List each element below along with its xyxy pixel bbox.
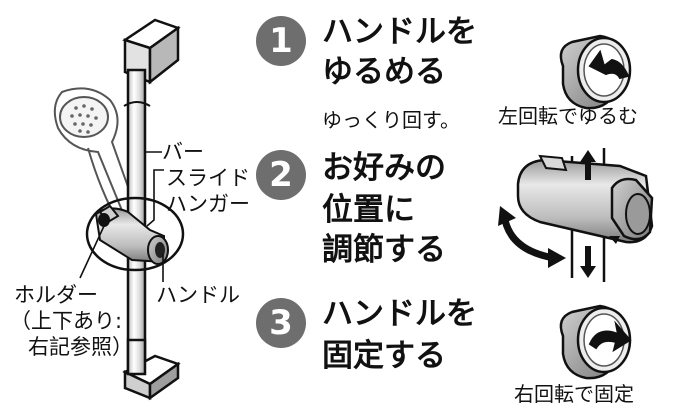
step-3-caption: 右回転で固定 [514,382,634,406]
step-3-number-badge: 3 [256,298,306,348]
step-2-number-badge: 2 [256,150,306,200]
step-1-title-line2: ゆるめる [322,54,446,90]
bottom-bracket [122,338,181,401]
leader-lines [79,151,164,282]
step-1-caption: 左回転でゆるむ [498,104,638,128]
step-2-title-line3: 調節する [322,232,446,268]
label-slide-hanger-line2: ハンガー [166,192,250,216]
step-1-title-line1: ハンドルを [322,14,477,50]
hanger-adjust-illustration [498,148,654,282]
knob-rotate-left-illustration [559,34,632,110]
step-1-number-badge: 1 [256,16,306,66]
label-holder-line2: （上下あり: [10,309,123,333]
step-2-title-line2: 位置に [322,192,415,228]
label-holder-line1: ホルダー [14,283,98,307]
step-1-subtext: ゆっくり回す。 [322,108,460,132]
step-3-title-line1: ハンドルを [322,296,477,332]
label-handle: ハンドル [156,283,240,307]
step-3-title-line2: 固定する [322,338,446,374]
label-bar: バー [162,140,204,164]
label-slide-hanger-line1: スライド [166,166,250,190]
knob-rotate-right-illustration [559,304,632,380]
step-2-title-line1: お好みの [322,150,446,186]
label-holder-line3: 右記参照） [28,335,133,359]
